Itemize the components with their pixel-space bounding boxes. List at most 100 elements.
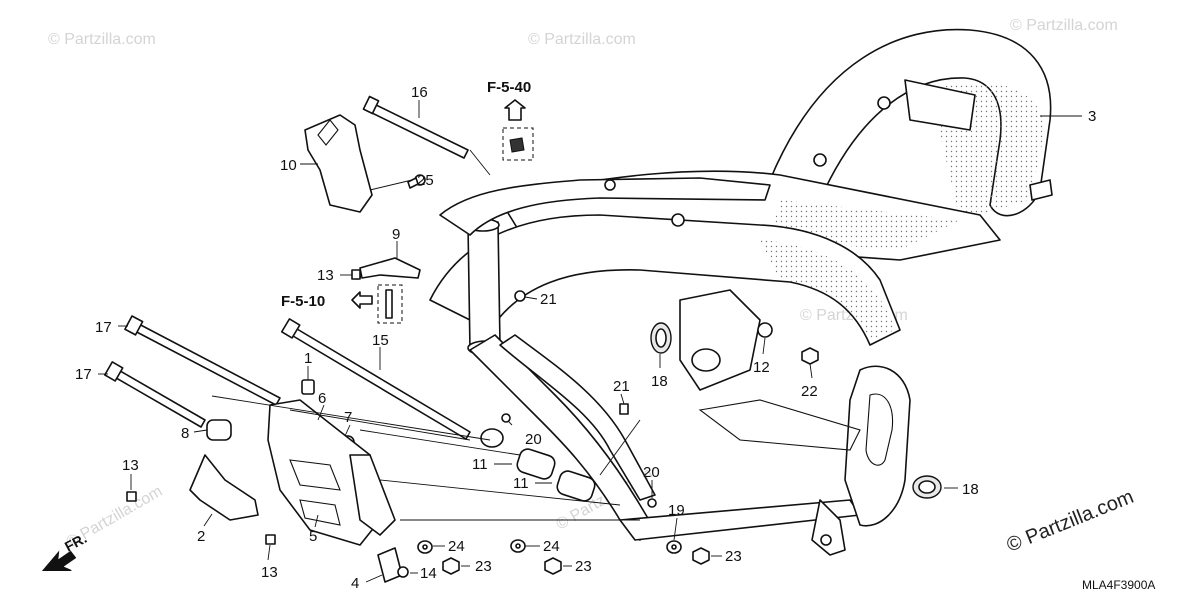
- collar-8: [206, 419, 232, 441]
- frame-body: [429, 28, 1053, 556]
- callout-22: 22: [801, 383, 818, 400]
- callout-24: 24: [543, 538, 560, 555]
- callout-4: 4: [351, 575, 359, 592]
- bolt-17-lower: [104, 361, 206, 428]
- washer-24: [417, 540, 433, 554]
- callout-11: 11: [513, 475, 529, 492]
- callout-2: 2: [197, 528, 205, 545]
- collar-12: [757, 322, 773, 338]
- callout-17: 17: [75, 366, 92, 383]
- callout-23: 23: [475, 558, 492, 575]
- frame-bushing: [480, 428, 504, 448]
- collar-11: [516, 448, 556, 480]
- diagram-code: MLA4F3900A: [1082, 578, 1155, 592]
- head-pipe: [467, 221, 501, 351]
- rear-hook-hole: [820, 534, 832, 546]
- callout-14: 14: [420, 565, 437, 582]
- callout-13: 13: [317, 267, 334, 284]
- callout-25: 25: [417, 172, 434, 189]
- bolt-13: [351, 269, 362, 280]
- bracket-10-tab: [317, 119, 339, 146]
- boss: [813, 153, 827, 167]
- f540-clip: [509, 137, 525, 153]
- boss: [671, 213, 685, 227]
- callout-19: 19: [668, 502, 685, 519]
- pivot-plate: [844, 365, 911, 527]
- callout-21: 21: [613, 378, 630, 395]
- callout-10: 10: [280, 157, 297, 174]
- callout-8: 8: [181, 425, 189, 442]
- subframe-bracket: [904, 79, 976, 131]
- callout-18: 18: [962, 481, 979, 498]
- callout-24: 24: [448, 538, 465, 555]
- nut-22: [801, 347, 819, 365]
- bracket-10: [304, 114, 373, 213]
- callout-13: 13: [261, 564, 278, 581]
- bracket-4: [377, 547, 403, 583]
- f540-ref-box: [502, 127, 534, 161]
- engine-hanger-5: [267, 399, 381, 546]
- collar-20: [647, 498, 657, 508]
- callout-21: 21: [540, 291, 557, 308]
- bolt-21: [619, 403, 629, 415]
- engine-hanger-window: [289, 459, 341, 491]
- callout-7: 7: [344, 409, 352, 426]
- collar-11: [556, 470, 596, 502]
- ref-f540[interactable]: F-5-40: [487, 79, 531, 96]
- callout-12: 12: [753, 359, 770, 376]
- callout-23: 23: [575, 558, 592, 575]
- down-tube-right: [499, 334, 656, 501]
- nut-23: [692, 547, 710, 565]
- ref-f510[interactable]: F-5-10: [281, 293, 325, 310]
- pivot-cutout: [865, 393, 894, 466]
- callout-20: 20: [525, 431, 542, 448]
- grommet-18: [912, 475, 942, 499]
- callout-13: 13: [122, 457, 139, 474]
- top-tube: [439, 177, 771, 236]
- leader-lines: [98, 100, 1082, 583]
- nut-23: [544, 557, 562, 575]
- main-spar-shading: [760, 240, 895, 340]
- watermark: © Partzilla.com: [528, 31, 636, 48]
- watermark: © Partzilla.com: [1010, 17, 1118, 34]
- boss: [877, 96, 891, 110]
- bolt-13: [126, 491, 137, 502]
- bolt-14: [397, 566, 409, 578]
- f510-arrow-icon: [351, 291, 373, 309]
- callout-20: 20: [643, 464, 660, 481]
- collar-20: [501, 413, 511, 423]
- bracket-9: [359, 257, 421, 279]
- callout-16: 16: [411, 84, 428, 101]
- callout-18: 18: [651, 373, 668, 390]
- engine-mount-plate: [679, 289, 761, 391]
- f510-bolt: [385, 289, 393, 319]
- engine-mount-hole: [691, 348, 721, 372]
- callout-17: 17: [95, 319, 112, 336]
- callout-3: 3: [1088, 108, 1096, 125]
- bolt-13: [265, 534, 276, 545]
- washer-24: [510, 539, 526, 553]
- engine-hanger-window: [299, 499, 341, 526]
- callout-11: 11: [472, 456, 488, 473]
- callout-15: 15: [372, 332, 389, 349]
- rear-stub: [1029, 179, 1053, 201]
- washer-19: [666, 540, 682, 554]
- watermark: © Partzilla.com: [48, 31, 156, 48]
- grommet-18: [650, 322, 672, 354]
- callout-1: 1: [304, 350, 312, 367]
- nut-23: [442, 557, 460, 575]
- bolt-21-upper: [514, 290, 526, 302]
- bracket-2: [189, 454, 259, 521]
- callout-9: 9: [392, 226, 400, 243]
- boss: [604, 179, 616, 191]
- collar-1: [301, 379, 315, 395]
- lower-bracket: [698, 399, 861, 451]
- callout-6: 6: [318, 390, 326, 407]
- bolt-25: [407, 174, 426, 189]
- front-arrow-icon: [41, 550, 77, 572]
- f540-arrow-icon: [504, 99, 526, 121]
- rear-hook: [811, 499, 846, 556]
- engine-hanger-side: [349, 454, 396, 536]
